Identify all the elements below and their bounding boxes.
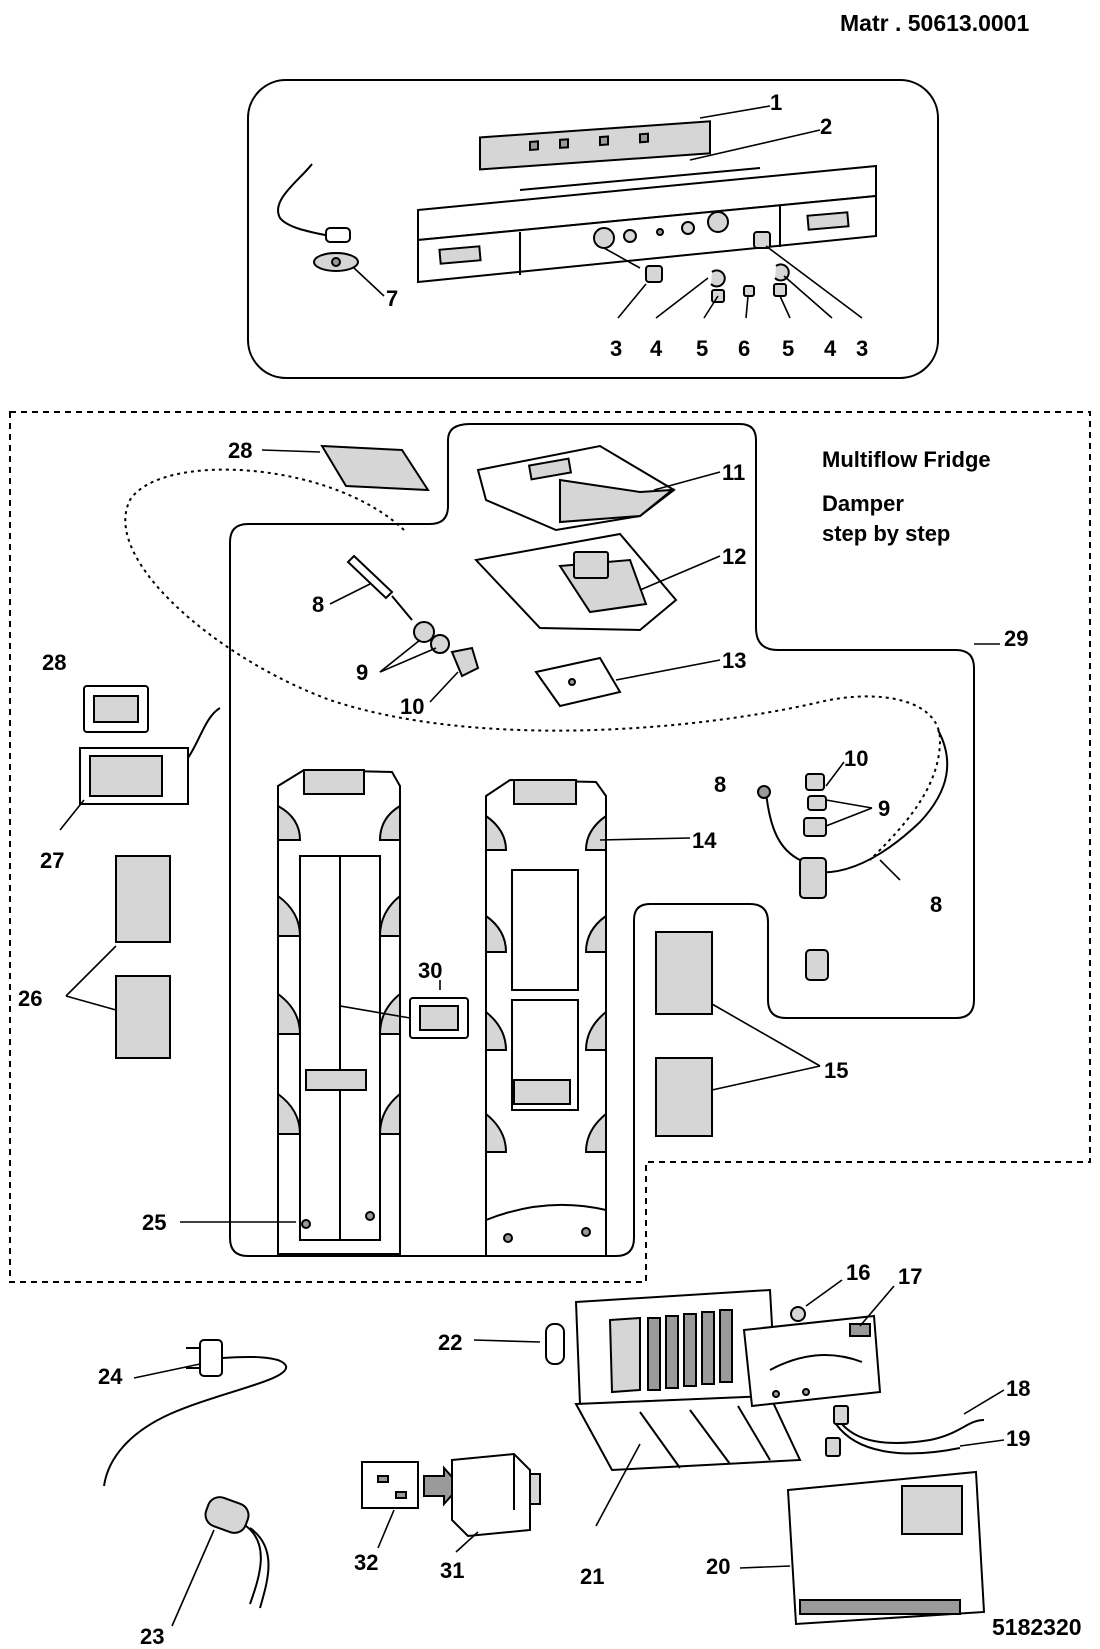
callout-11: 11 [722,460,746,485]
part-20-power-board [739,1470,986,1626]
callout-30: 30 [418,958,443,983]
callout-16: 16 [846,1260,871,1285]
electronics-group [103,1279,1005,1627]
control-panel-border [247,79,939,379]
damper-subgroup-outline [229,423,975,1257]
part-28-insulation-sheet-top [320,444,430,492]
callout-7: 7 [386,286,399,311]
control-knobs-and-buttons [645,231,790,303]
note-multiflow-line1: Multiflow Fridge [822,447,991,472]
callout-10-right: 10 [844,746,869,771]
callout-9-right: 9 [878,796,891,821]
callout-4-right: 4 [824,336,837,361]
callout-13: 13 [722,648,747,673]
part-26-insulation-sheets [65,855,171,1059]
part-21-electronics-housing [574,1288,802,1527]
dashed-region-outline [9,411,1091,1283]
callout-15: 15 [824,1058,849,1083]
callout-3-left: 3 [610,336,623,361]
callout-31: 31 [440,1558,465,1583]
part-12-damper-body [474,532,721,632]
part-18-19-wiring-harness [825,1389,1005,1457]
callout-28-top: 28 [228,438,253,463]
part-22-fuse [473,1323,565,1365]
callout-18: 18 [1006,1376,1031,1401]
part-15-insulation-sheets [655,931,821,1137]
part-16-screw [790,1279,843,1322]
part-30-gasket [339,980,469,1054]
callout-23: 23 [140,1624,165,1649]
callout-25: 25 [142,1210,167,1235]
callout-17: 17 [898,1264,923,1289]
part-2-control-panel [417,164,877,284]
note-damper-line2: Damper [822,491,904,516]
callout-27: 27 [40,848,65,873]
part-7-lamp-holder [277,163,359,272]
callout-19: 19 [1006,1426,1031,1451]
part-24-power-cord [103,1339,288,1487]
drawing-number: 5182320 [992,1614,1082,1640]
callout-21: 21 [580,1564,605,1589]
part-28-gasket-and-part-27-lamp [59,685,221,831]
part-23-capacitor [171,1496,270,1627]
note-stepbystep-line3: step by step [822,521,951,546]
callout-32: 32 [354,1550,379,1575]
callout-24: 24 [98,1364,123,1389]
callout-2: 2 [820,114,833,139]
control-panel-group [247,79,939,379]
sensor-assembly-left [329,554,480,703]
callout-22: 22 [438,1330,463,1355]
part-17-control-board [742,1285,895,1408]
callout-14: 14 [692,828,717,853]
part-14-air-duct-right [485,778,691,1257]
callout-26: 26 [18,986,43,1011]
callout-4-left: 4 [650,336,663,361]
callout-10-left: 10 [400,694,425,719]
callout-8-lower-right: 8 [930,892,943,917]
callout-5-left: 5 [696,336,709,361]
callout-1: 1 [770,90,783,115]
callout-8-left: 8 [312,592,325,617]
callout-20: 20 [706,1554,731,1579]
callout-28-small: 28 [42,650,67,675]
part-25-air-duct-left [180,768,401,1255]
damper-assembly-region [9,411,1091,1283]
part-11-damper-cover [476,444,721,532]
material-code: Matr . 50613.0001 [840,10,1030,36]
callout-6: 6 [738,336,751,361]
callout-29: 29 [1004,626,1029,651]
callout-3-right: 3 [856,336,869,361]
part-32-31-relay [361,1452,541,1553]
callout-5-right: 5 [782,336,795,361]
callout-12: 12 [722,544,747,569]
callout-8-upper-right: 8 [714,772,727,797]
sensor-assembly-right [757,729,949,981]
control-panel-leaders [353,105,863,319]
part-1-display-strip [479,120,711,171]
part-13-mounting-plate [534,656,721,708]
callout-9-left: 9 [356,660,369,685]
